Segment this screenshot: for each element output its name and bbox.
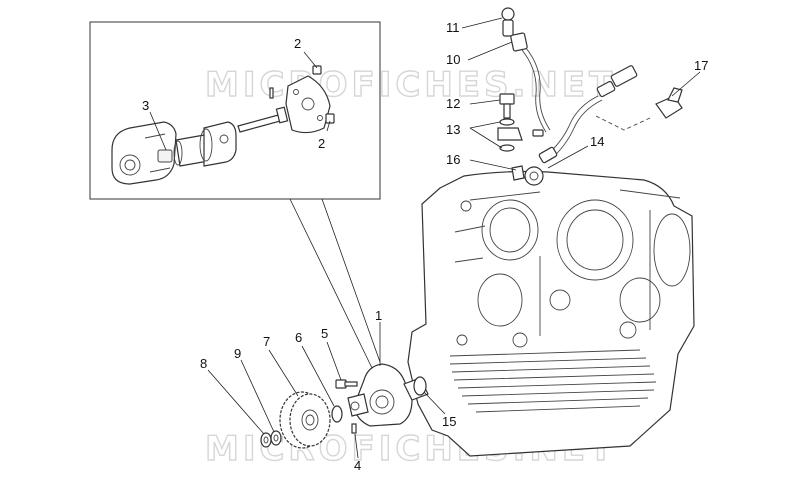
callout-4: 4 xyxy=(354,458,361,473)
callout-8: 8 xyxy=(200,356,207,371)
washer-6 xyxy=(331,405,343,423)
callout-labels: 2 2 3 1 5 6 7 9 8 4 15 11 10 12 13 16 14… xyxy=(142,20,708,473)
fitting-16 xyxy=(511,165,525,181)
callout-7: 7 xyxy=(263,334,270,349)
sensor-lead-10 xyxy=(501,7,551,137)
washer-9 xyxy=(270,430,282,446)
callout-2-bottom: 2 xyxy=(318,136,325,151)
callout-16: 16 xyxy=(446,152,460,167)
bushing-15 xyxy=(403,376,429,401)
dowel-pin-bottom xyxy=(325,113,335,124)
callout-2-top: 2 xyxy=(294,36,301,51)
drive-gear-7 xyxy=(279,391,331,449)
pump-housing-inset xyxy=(111,121,177,185)
callout-14: 14 xyxy=(590,134,604,149)
connector-17 xyxy=(595,87,683,131)
detail-inset xyxy=(89,21,381,369)
callout-12: 12 xyxy=(446,96,460,111)
pin-4 xyxy=(351,423,357,434)
washer-8 xyxy=(260,432,272,448)
sensor-lead-14 xyxy=(524,65,638,186)
callout-6: 6 xyxy=(295,330,302,345)
callout-3: 3 xyxy=(142,98,149,113)
small-pin xyxy=(269,87,274,99)
bolt-5 xyxy=(335,379,358,389)
callout-1: 1 xyxy=(375,308,382,323)
banjo-bolt-12 xyxy=(499,93,515,119)
callout-13: 13 xyxy=(446,122,460,137)
callout-10: 10 xyxy=(446,52,460,67)
callout-15: 15 xyxy=(442,414,456,429)
washer-13-upper xyxy=(499,118,515,126)
rotor-inset xyxy=(199,121,237,167)
crankcase xyxy=(407,170,695,457)
washer-13-lower xyxy=(499,144,515,152)
callout-11: 11 xyxy=(446,20,460,35)
oil-pump-assembly xyxy=(347,363,413,427)
callout-9: 9 xyxy=(234,346,241,361)
pump-shaft-inset xyxy=(237,106,289,133)
leader-lines xyxy=(207,17,701,459)
banjo-fitting xyxy=(497,127,523,141)
dowel-pin-top xyxy=(312,65,322,75)
callout-5: 5 xyxy=(321,326,328,341)
pump-cover-inset xyxy=(285,75,331,134)
watermark-top: MICROFICHES.NET xyxy=(205,65,616,105)
callout-17: 17 xyxy=(694,58,708,73)
